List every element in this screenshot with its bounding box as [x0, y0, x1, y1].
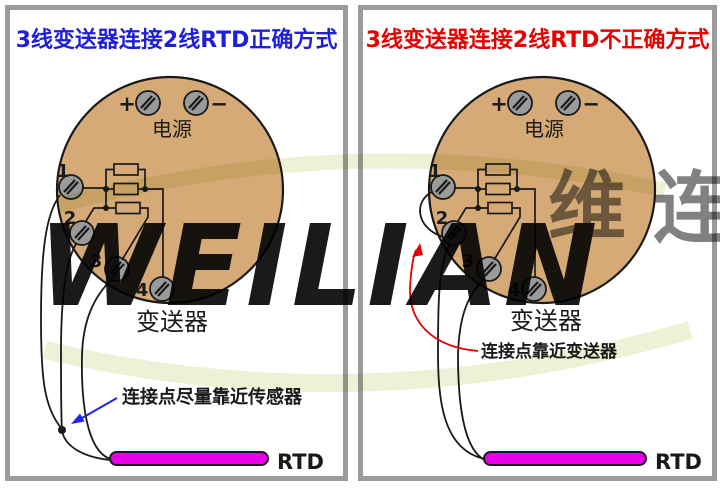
transmitter-label: 变送器: [136, 308, 208, 336]
terminal-4-label: 4: [136, 280, 149, 301]
power-plus-screw-icon: [506, 89, 534, 117]
power-label: 电源: [152, 117, 192, 141]
wire-junction-to-rtd: [61, 430, 111, 461]
power-label: 电源: [524, 117, 564, 141]
junction-dot: [514, 186, 520, 192]
junction-dot: [103, 205, 109, 211]
terminal-3-screw-icon: [475, 255, 503, 283]
junction-dot: [142, 186, 148, 192]
terminal-4-screw-icon: [148, 275, 176, 303]
title-incorrect: 3线变送器连接2线RTD不正确方式: [365, 28, 710, 53]
terminal-3-label: 3: [462, 251, 475, 272]
terminal-1-label: 1: [429, 161, 442, 182]
terminal-4-label: 4: [508, 280, 521, 301]
wire-terminal-3: [80, 279, 112, 460]
junction-dot: [103, 186, 109, 192]
rtd-probe: [109, 451, 269, 466]
correct-diagram: + − 电源 1 2 3 4: [40, 75, 324, 474]
terminal-3-label: 3: [90, 251, 103, 272]
junction-dot: [475, 186, 481, 192]
terminal-2-label: 2: [436, 208, 449, 229]
terminal-4-screw-icon: [520, 275, 548, 303]
wire-terminal-1: [40, 194, 63, 430]
terminal-2-label: 2: [64, 208, 77, 229]
title-correct: 3线变送器连接2线RTD正确方式: [15, 28, 338, 53]
rtd-probe: [483, 451, 647, 466]
plus-sign: +: [490, 92, 508, 116]
power-minus-screw-icon: [182, 89, 210, 117]
sensor-side-junction-dot: [58, 426, 66, 434]
power-minus-screw-icon: [554, 89, 582, 117]
incorrect-annotation: 连接点靠近变送器: [481, 341, 618, 362]
correct-annotation: 连接点尽量靠近传感器: [122, 386, 303, 408]
terminal-1-label: 1: [57, 161, 70, 182]
wire-terminal-3: [457, 279, 488, 462]
terminal-3-screw-icon: [103, 255, 131, 283]
blue-arrow-icon: [71, 397, 118, 424]
plus-sign: +: [118, 92, 136, 116]
junction-dot: [475, 205, 481, 211]
minus-sign: −: [582, 92, 600, 116]
wire-terminal-2: [60, 243, 77, 430]
transmitter-label: 变送器: [510, 307, 582, 335]
power-plus-screw-icon: [134, 89, 162, 117]
rtd-label: RTD: [277, 450, 324, 474]
incorrect-diagram: + − 电源 1 2 3 4: [409, 75, 702, 474]
rtd-label: RTD: [655, 450, 702, 474]
minus-sign: −: [210, 92, 228, 116]
